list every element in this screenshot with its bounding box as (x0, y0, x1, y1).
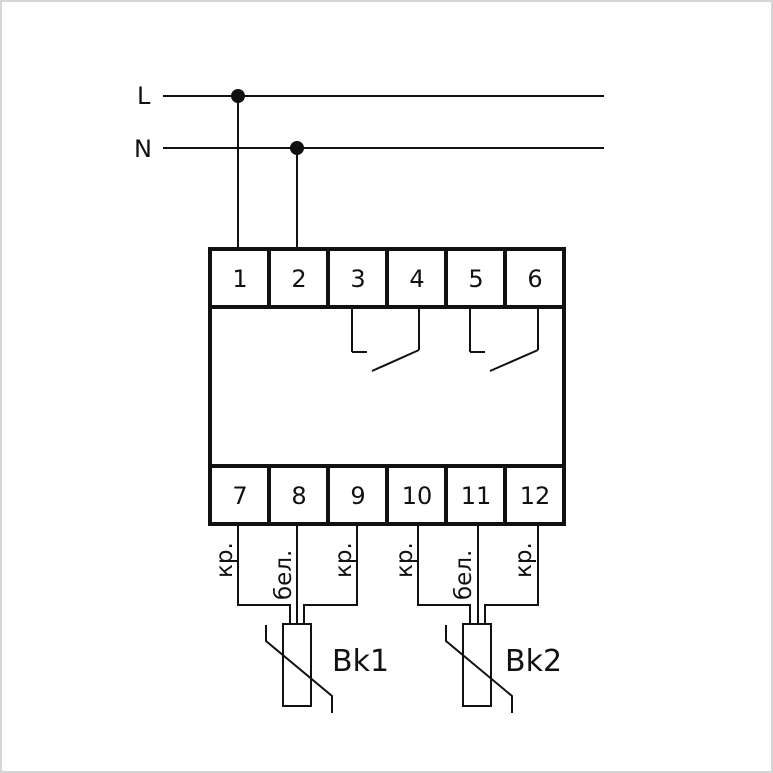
terminal-5-label: 5 (468, 265, 483, 293)
sensor-1-wiring (237, 526, 358, 713)
terminal-4-label: 4 (409, 265, 424, 293)
terminal-6-label: 6 (527, 265, 542, 293)
terminal-1-label: 1 (232, 265, 247, 293)
wire-label-7: кр. (212, 542, 238, 578)
thermistor-2-slash (445, 625, 513, 713)
terminal-10-label: 10 (402, 482, 433, 510)
relay-contact-3-4 (351, 309, 420, 372)
wire-label-11: бел. (451, 550, 477, 600)
terminal-9-label: 9 (350, 482, 365, 510)
terminal-3-label: 3 (350, 265, 365, 293)
thermistor-2-body (462, 623, 492, 707)
thermistor-1-body (282, 623, 312, 707)
line-n-label: N (134, 135, 152, 163)
wire-label-9: кр. (331, 542, 357, 578)
thermistor-1-slash (265, 625, 333, 713)
terminal-8-label: 8 (291, 482, 306, 510)
sensor-2-label: Bk2 (505, 644, 562, 679)
wire-label-8: бел. (271, 550, 297, 600)
wire-label-10: кр. (392, 542, 418, 578)
terminal-2-label: 2 (291, 265, 306, 293)
line-l-label: L (137, 82, 151, 110)
terminal-12-label: 12 (520, 482, 551, 510)
terminal-7-label: 7 (232, 482, 247, 510)
sensor-1-label: Bk1 (332, 644, 389, 679)
relay-contact-5-6 (469, 309, 539, 372)
sensor-2-wiring (417, 526, 539, 713)
terminal-11-label: 11 (461, 482, 492, 510)
wire-label-12: кр. (511, 542, 537, 578)
